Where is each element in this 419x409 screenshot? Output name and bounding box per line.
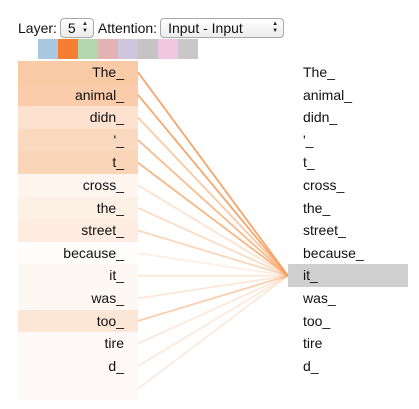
attention-value: Input - Input	[168, 20, 243, 36]
right-token[interactable]: d_	[303, 357, 319, 374]
layer-label: Layer:	[18, 20, 57, 36]
right-token[interactable]: street_	[303, 222, 346, 239]
head-swatch-6[interactable]	[138, 39, 158, 59]
left-token-column: The_animal_didn_'_t_cross_the_street_bec…	[18, 61, 138, 400]
head-swatch-7[interactable]	[158, 39, 178, 59]
attention-select[interactable]: Input - Input ▲▼	[160, 18, 285, 38]
left-token[interactable]: '_	[18, 128, 138, 152]
left-token[interactable]: didn_	[18, 106, 138, 129]
left-token[interactable]: because_	[63, 244, 124, 261]
head-swatch-8[interactable]	[178, 39, 198, 59]
head-swatch-1[interactable]	[38, 39, 58, 59]
layer-select[interactable]: 5 ▲▼	[59, 18, 94, 38]
attention-line	[137, 161, 289, 277]
right-token[interactable]: t_	[303, 154, 315, 171]
head-swatch-3[interactable]	[78, 39, 98, 59]
attention-line	[137, 71, 289, 277]
right-token[interactable]: didn_	[303, 109, 338, 126]
attention-line	[137, 274, 289, 367]
controls-bar: Layer: 5 ▲▼ Attention: Input - Input ▲▼	[18, 17, 285, 39]
left-token[interactable]: was_	[18, 286, 138, 310]
left-token[interactable]: the_	[18, 196, 138, 220]
head-swatch-5[interactable]	[118, 39, 138, 59]
right-token[interactable]: was_	[303, 289, 336, 306]
attention-line	[137, 252, 289, 277]
attention-line	[137, 274, 289, 345]
right-token[interactable]: the_	[303, 199, 331, 216]
head-swatch-4[interactable]	[98, 39, 118, 59]
head-swatch-2[interactable]	[58, 39, 78, 59]
attention-line	[137, 229, 289, 277]
left-token[interactable]: it_	[18, 264, 138, 287]
attention-line	[137, 274, 289, 390]
select-arrows-icon: ▲▼	[81, 21, 88, 34]
select-arrows-icon: ▲▼	[272, 21, 279, 34]
head-color-swatches	[38, 39, 198, 59]
left-token[interactable]: d_	[18, 354, 138, 378]
attention-line	[137, 207, 289, 277]
attention-line	[137, 274, 289, 322]
left-token[interactable]: tire	[18, 332, 138, 355]
left-token[interactable]: t_	[18, 151, 138, 174]
right-token[interactable]: animal_	[303, 86, 353, 103]
left-token[interactable]: too_	[18, 309, 138, 333]
attention-line	[137, 116, 289, 277]
attention-line	[137, 184, 289, 277]
right-token[interactable]: because_	[303, 244, 364, 261]
attention-label: Attention:	[97, 20, 158, 36]
left-token[interactable]	[18, 377, 138, 400]
right-token[interactable]: The_	[303, 64, 335, 80]
attention-line	[137, 94, 289, 277]
right-token[interactable]: too_	[303, 312, 331, 329]
left-token[interactable]: cross_	[18, 173, 138, 197]
right-token[interactable]: tire	[303, 335, 323, 352]
left-token[interactable]: animal_	[18, 83, 138, 107]
left-token[interactable]: The_	[18, 61, 138, 84]
layer-value: 5	[67, 20, 76, 36]
right-token[interactable]: '_	[303, 131, 314, 148]
right-token[interactable]: cross_	[303, 176, 345, 193]
right-token-column: The_ animal_ didn_ '_ t_ cross_ the_ street_bec…	[288, 61, 408, 377]
left-token[interactable]: street_	[18, 219, 138, 242]
attention-line	[137, 274, 289, 300]
attention-line	[137, 139, 289, 277]
right-token-selected[interactable]: it_	[288, 264, 408, 287]
